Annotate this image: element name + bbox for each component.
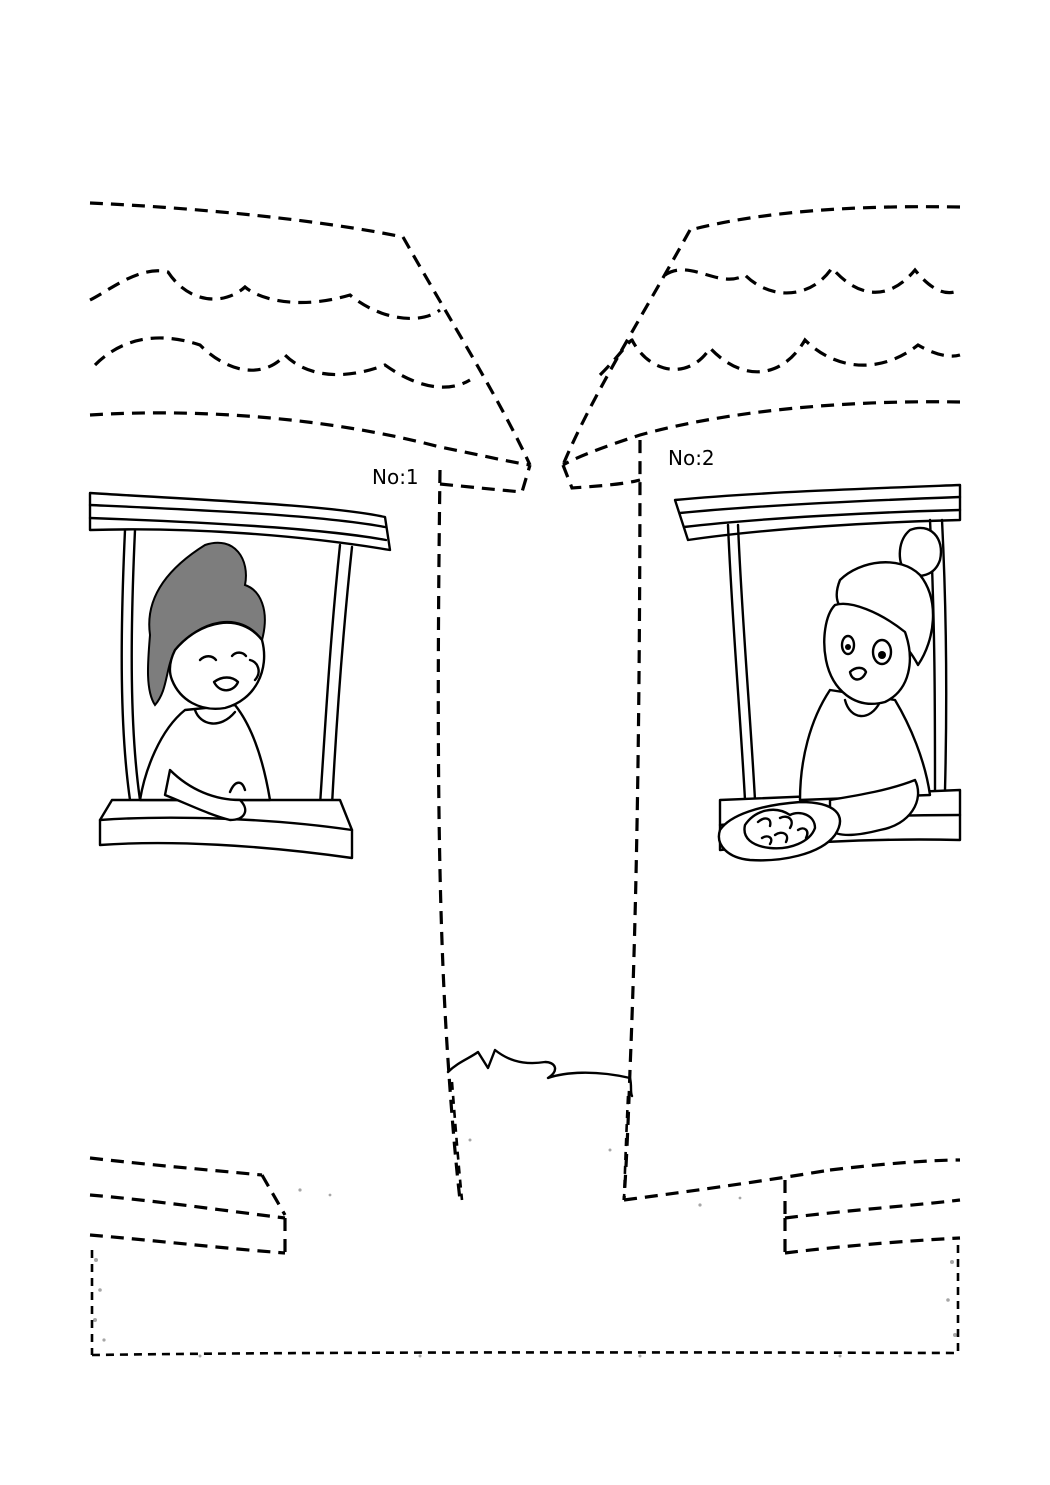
house-2-wall-dashed: [622, 439, 961, 1255]
house-1-label: No:1: [372, 465, 419, 489]
woman-figure: [717, 526, 943, 862]
path-right-edge: [622, 1095, 630, 1201]
house-1-wall-dashed: [89, 469, 462, 1255]
house-1-window: [88, 491, 392, 860]
grass-tuft: [446, 1048, 634, 1098]
food-plate: [717, 800, 842, 862]
house-2: No:2: [561, 205, 962, 1255]
path-and-ground: [90, 1048, 960, 1358]
house-1: No:1: [88, 201, 532, 1255]
house-1-roof-dashed: [89, 201, 532, 494]
path-left-edge: [450, 1081, 464, 1201]
ground-bottom-line: [91, 1351, 959, 1357]
ground-speckles: [93, 1138, 957, 1358]
woman-hair-bun: [898, 526, 943, 577]
girl-figure: [138, 541, 272, 822]
house-2-label: No:2: [668, 446, 715, 470]
house-2-roof-dashed: [561, 205, 961, 490]
